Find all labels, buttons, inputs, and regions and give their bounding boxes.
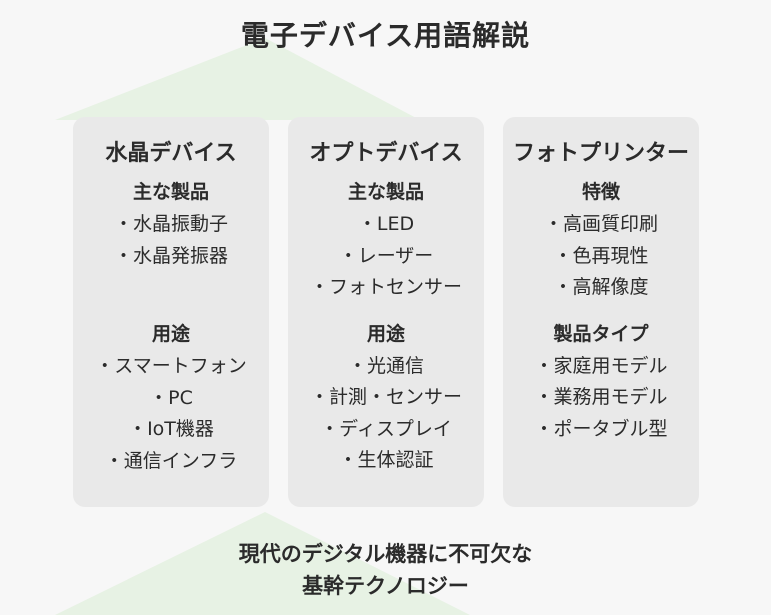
- card-title: オプトデバイス: [309, 141, 463, 166]
- footer-line-2: 基幹テクノロジー: [302, 574, 469, 598]
- section-heading: 主な製品: [132, 181, 209, 203]
- list-item: ・IoT機器: [128, 418, 214, 440]
- card-photo-printer: フォトプリンター 特徴 ・高画質印刷 ・色再現性 ・高解像度 製品タイプ ・家庭…: [503, 117, 699, 507]
- card-title: フォトプリンター: [512, 141, 689, 166]
- spacer: [288, 304, 484, 319]
- list-item: ・ポータブル型: [534, 417, 668, 440]
- footer-line-1: 現代のデジタル機器に不可欠な: [238, 542, 533, 566]
- card-section-uses: 用途 ・スマートフォン ・PC ・IoT機器 ・通信インフラ: [73, 319, 269, 477]
- list-item: ・LED: [357, 213, 415, 235]
- list-item: ・業務用モデル: [534, 386, 668, 408]
- card-section-products: 主な製品 ・水晶振動子 ・水晶発振器: [73, 177, 269, 272]
- list-item: ・水晶振動子: [113, 213, 228, 235]
- list-item: ・家庭用モデル: [534, 354, 668, 377]
- section-heading: 用途: [366, 322, 405, 345]
- list-item: ・スマートフォン: [95, 355, 247, 377]
- spacer: [503, 304, 699, 319]
- list-item: ・高画質印刷: [543, 213, 658, 235]
- list-item: ・光通信: [347, 354, 424, 377]
- card-section-features: 特徴 ・高画質印刷 ・色再現性 ・高解像度: [503, 177, 699, 304]
- spacer: [73, 272, 269, 319]
- card-opto-device: オプトデバイス 主な製品 ・LED ・レーザー ・フォトセンサー 用途 ・光通信…: [288, 117, 484, 507]
- section-heading: 製品タイプ: [553, 322, 649, 345]
- card-title: 水晶デバイス: [105, 141, 237, 166]
- card-section-products: 主な製品 ・LED ・レーザー ・フォトセンサー: [288, 177, 484, 304]
- section-heading: 用途: [151, 323, 190, 345]
- list-item: ・通信インフラ: [104, 449, 238, 472]
- list-item: ・水晶発振器: [113, 244, 228, 267]
- list-item: ・生体認証: [338, 449, 434, 471]
- card-crystal-device: 水晶デバイス 主な製品 ・水晶振動子 ・水晶発振器 用途 ・スマートフォン ・P…: [73, 117, 269, 507]
- page-title: 電子デバイス用語解説: [240, 19, 531, 52]
- list-item: ・計測・センサー: [309, 386, 462, 408]
- card-section-uses: 用途 ・光通信 ・計測・センサー ・ディスプレイ ・生体認証: [288, 319, 484, 477]
- list-item: ・色再現性: [553, 244, 649, 267]
- list-item: ・レーザー: [338, 244, 434, 267]
- section-heading: 特徴: [581, 181, 620, 203]
- list-item: ・高解像度: [553, 276, 649, 298]
- list-item: ・PC: [149, 386, 193, 409]
- list-item: ・フォトセンサー: [309, 276, 462, 298]
- section-heading: 主な製品: [347, 181, 424, 203]
- footer-caption: 現代のデジタル機器に不可欠な 基幹テクノロジー: [0, 538, 771, 602]
- card-section-product-types: 製品タイプ ・家庭用モデル ・業務用モデル ・ポータブル型: [503, 319, 699, 446]
- list-item: ・ディスプレイ: [320, 417, 452, 440]
